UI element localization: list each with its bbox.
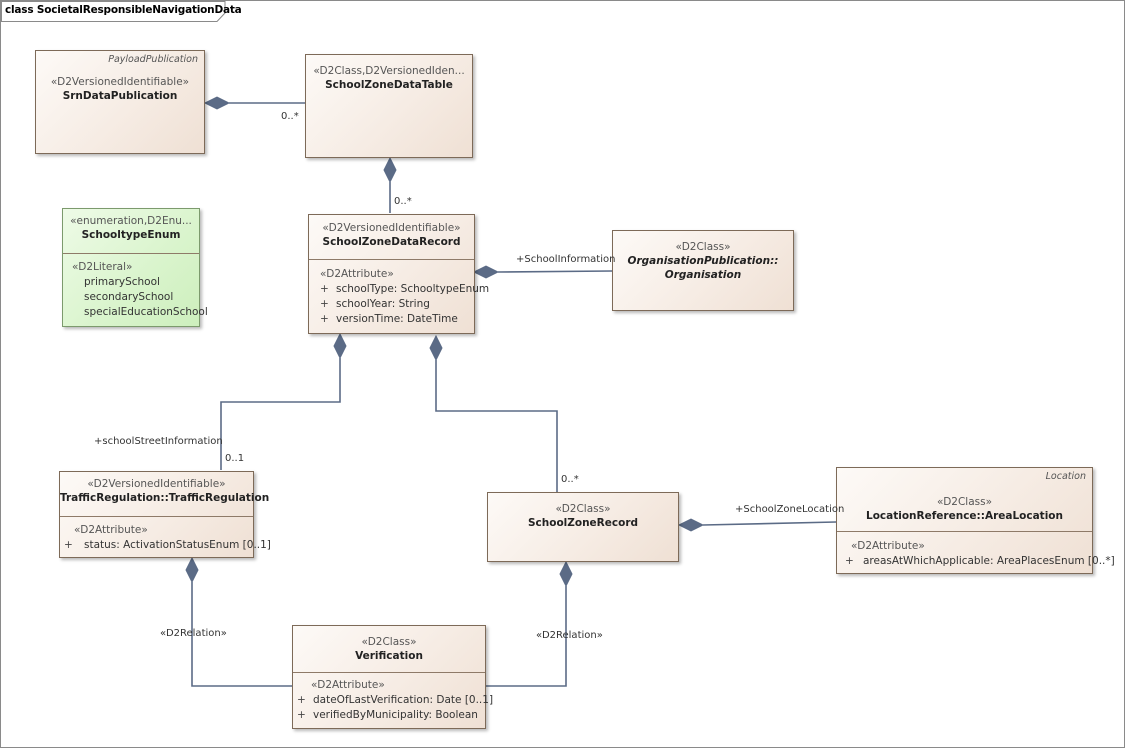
- class-stereotype: «D2Class»: [555, 503, 611, 515]
- attribute-text: versionTime: DateTime: [336, 312, 458, 325]
- visibility-marker: +: [320, 312, 329, 325]
- composition-diamond-zone-right: [677, 518, 705, 532]
- attribute-text: dateOfLastVerification: Date [0..1]: [313, 693, 494, 706]
- diagram-title: class SocietalResponsibleNavigationData: [5, 4, 242, 16]
- visibility-marker: +: [297, 708, 306, 721]
- visibility-marker: +: [320, 282, 329, 295]
- class-organisation[interactable]: «D2Class» OrganisationPublication:: Orga…: [612, 230, 794, 311]
- enum-literal: specialEducationSchool: [84, 305, 208, 318]
- enum-literal: primarySchool: [84, 275, 160, 288]
- class-stereotype: «D2VersionedIdentifiable»: [87, 478, 226, 490]
- composition-diamond-record-left: [333, 332, 347, 360]
- class-separator: [837, 531, 1092, 532]
- attribute-row: + areasAtWhichApplicable: AreaPlacesEnum …: [845, 554, 1115, 569]
- visibility-marker: +: [297, 693, 306, 706]
- composition-diamond-table: [383, 156, 397, 184]
- class-srn-data-publication[interactable]: PayloadPublication «D2VersionedIdentifia…: [35, 50, 205, 154]
- attribute-text: schoolYear: String: [336, 297, 430, 310]
- class-name-line2: Organisation: [664, 269, 742, 281]
- class-name: TrafficRegulation::TrafficRegulation: [60, 492, 270, 504]
- class-school-zone-data-table[interactable]: «D2Class,D2VersionedIden... SchoolZoneDa…: [305, 54, 473, 158]
- edge-zone-area: [702, 521, 837, 526]
- class-name: OrganisationPublication::: [627, 255, 779, 267]
- class-school-zone-data-record[interactable]: «D2VersionedIdentifiable» SchoolZoneData…: [308, 214, 489, 334]
- edge-zone-verif: [486, 586, 567, 687]
- class-stereotype: «D2Class»: [936, 496, 993, 508]
- multiplicity-record: 0..*: [394, 196, 412, 207]
- edge-record-zone: [435, 360, 558, 492]
- class-name: SchoolZoneRecord: [527, 517, 639, 529]
- attribute-row: + schoolType: SchooltypeEnum: [320, 282, 489, 297]
- edge-traffic-verif: [191, 582, 292, 687]
- attribute-text: schoolType: SchooltypeEnum: [336, 282, 490, 295]
- edge-record-traffic: [220, 358, 341, 470]
- class-area-location[interactable]: Location «D2Class» LocationReference::Ar…: [836, 467, 1115, 574]
- class-tag: PayloadPublication: [108, 54, 198, 65]
- role-school-information: +SchoolInformation: [516, 254, 616, 265]
- stereotype-relation-right: «D2Relation»: [536, 630, 603, 641]
- role-school-zone-location: +SchoolZoneLocation: [735, 504, 845, 515]
- class-traffic-regulation[interactable]: «D2VersionedIdentifiable» TrafficRegulat…: [59, 471, 271, 558]
- attribute-stereotype: «D2Attribute»: [320, 268, 394, 280]
- class-stereotype: «D2Class,D2VersionedIden...: [313, 65, 465, 77]
- class-name: SchoolZoneDataRecord: [322, 236, 461, 248]
- multiplicity-zone: 0..*: [561, 474, 579, 485]
- class-verification[interactable]: «D2Class» Verification «D2Attribute» + da…: [292, 625, 493, 729]
- class-stereotype: «D2VersionedIdentifiable»: [322, 222, 461, 234]
- visibility-marker: +: [320, 297, 329, 310]
- enum-stereotype: «enumeration,D2Enu...: [70, 215, 192, 227]
- class-name: Verification: [355, 650, 423, 662]
- class-name: SchoolZoneDataTable: [325, 79, 453, 91]
- attribute-text: status: ActivationStatusEnum [0..1]: [84, 538, 271, 551]
- multiplicity-traffic: 0..1: [225, 453, 245, 464]
- edge-record-org: [497, 270, 613, 273]
- class-separator: [60, 516, 253, 517]
- attribute-row: + schoolYear: String: [320, 297, 474, 312]
- class-name: LocationReference::AreaLocation: [866, 510, 1063, 522]
- attribute-row: + versionTime: DateTime: [320, 312, 474, 327]
- attribute-text: verifiedByMunicipality: Boolean: [313, 708, 478, 721]
- attribute-stereotype: «D2Attribute»: [311, 679, 385, 691]
- stereotype-relation-left: «D2Relation»: [160, 628, 227, 639]
- class-stereotype: «D2Class»: [675, 241, 731, 253]
- literal-stereotype: «D2Literal»: [72, 261, 133, 273]
- attribute-stereotype: «D2Attribute»: [851, 540, 925, 552]
- class-stereotype: «D2Class»: [361, 636, 417, 648]
- enum-literal: secondarySchool: [84, 290, 174, 303]
- composition-diamond-srn: [203, 96, 231, 110]
- class-school-zone-record[interactable]: «D2Class» SchoolZoneRecord: [487, 492, 679, 562]
- class-separator: [309, 259, 474, 260]
- role-school-street-information: +schoolStreetInformation: [94, 436, 223, 447]
- attribute-row: + status: ActivationStatusEnum [0..1]: [64, 538, 271, 553]
- visibility-marker: +: [845, 554, 854, 567]
- composition-diamond-record-right-bottom: [429, 334, 443, 362]
- enum-separator: [63, 253, 199, 254]
- composition-diamond-traffic: [185, 556, 199, 584]
- visibility-marker: +: [64, 538, 73, 551]
- enum-name: SchooltypeEnum: [81, 229, 181, 241]
- attribute-stereotype: «D2Attribute»: [74, 524, 148, 536]
- attribute-row: + verifiedByMunicipality: Boolean: [297, 708, 485, 723]
- composition-diamond-zone-bottom: [559, 560, 573, 588]
- frame-tab-shape: [1, 1, 226, 22]
- composition-diamond-record-right: [472, 265, 500, 279]
- class-separator: [293, 672, 485, 673]
- class-name: SrnDataPublication: [62, 90, 178, 102]
- attribute-row: + dateOfLastVerification: Date [0..1]: [297, 693, 493, 708]
- class-tag: Location: [1045, 471, 1086, 482]
- attribute-text: areasAtWhichApplicable: AreaPlacesEnum […: [863, 554, 1115, 567]
- class-stereotype: «D2VersionedIdentifiable»: [50, 76, 190, 88]
- multiplicity-table: 0..*: [281, 111, 299, 122]
- enum-schooltype[interactable]: «enumeration,D2Enu... SchooltypeEnum «D2…: [62, 208, 208, 327]
